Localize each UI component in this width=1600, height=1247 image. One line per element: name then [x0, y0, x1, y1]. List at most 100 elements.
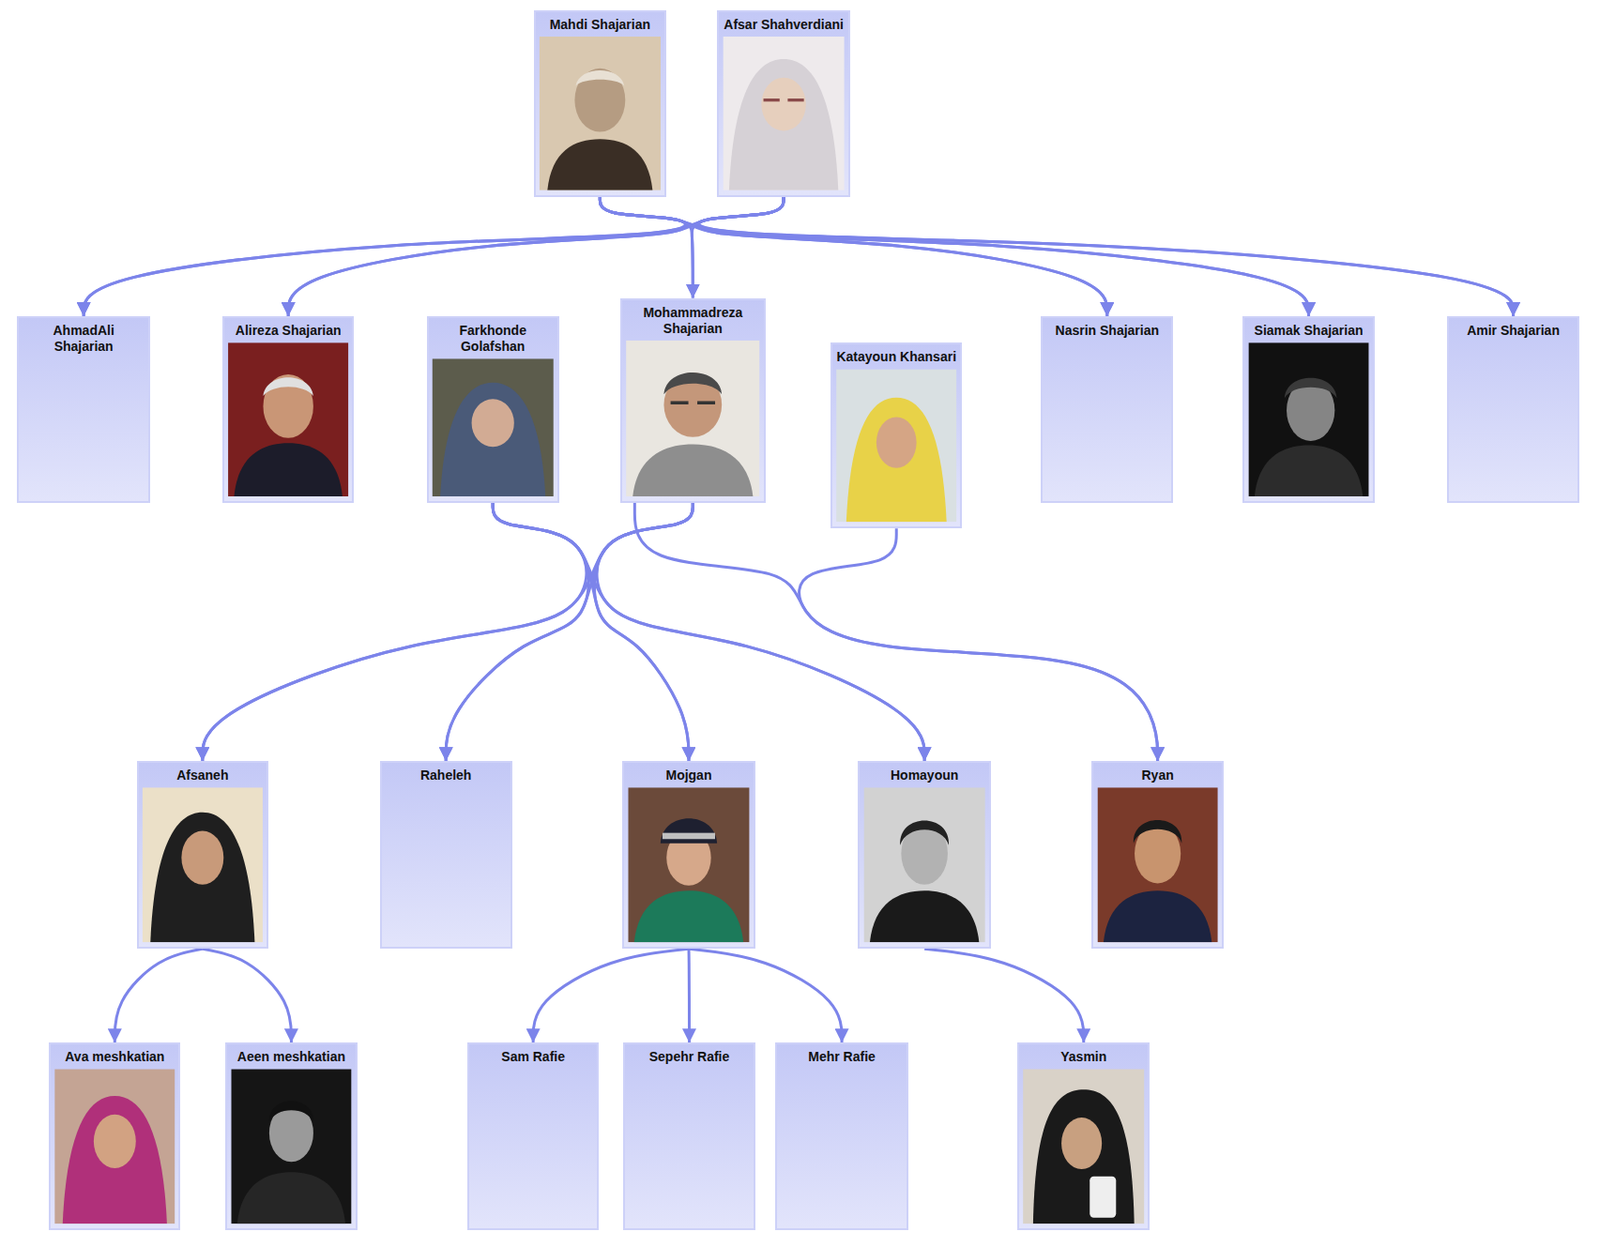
person-name: Mehr Rafie [779, 1049, 903, 1066]
descent-arrow [686, 948, 691, 1043]
person-name: Sam Rafie [472, 1049, 595, 1066]
descent-arrow [634, 502, 1158, 762]
portrait-photo [625, 340, 760, 497]
portrait-photo [228, 342, 349, 497]
person-name: Siamak Shajarian [1247, 322, 1370, 339]
photo-scarf [150, 812, 255, 944]
person-box: Raheleh [380, 761, 513, 949]
photo-ground [627, 787, 749, 943]
person-box: Siamak Shajarian [1242, 316, 1374, 503]
person-box: Mahdi Shajarian [533, 10, 667, 198]
descent-arrow [445, 502, 589, 762]
photo-ground [539, 36, 661, 191]
photo-figure [237, 1172, 346, 1224]
descent-arrow [492, 502, 925, 762]
photo-glasses [763, 98, 805, 102]
photo-ground [230, 1068, 351, 1224]
portrait-photo [539, 36, 661, 191]
person-box: Afsaneh [137, 761, 269, 949]
photo-hair [899, 820, 949, 845]
photo-hair [663, 372, 722, 395]
person-name: Farkhonde Golafshan [431, 322, 555, 355]
photo-face [876, 416, 917, 468]
photo-figure [869, 890, 979, 943]
photo-face [1134, 823, 1181, 884]
descent-arrow [83, 197, 686, 317]
person-name: Mahdi Shajarian [538, 16, 662, 33]
portrait-photo [836, 368, 957, 522]
photo-ground [432, 358, 554, 497]
photo-face [574, 68, 625, 133]
portrait-photo [54, 1068, 175, 1224]
photo-band [662, 833, 716, 840]
photo-hair [262, 377, 313, 397]
photo-face [181, 830, 224, 884]
person-box: Amir Shajarian [1447, 316, 1580, 503]
photo-ground [1248, 342, 1369, 497]
descent-arrow [698, 197, 1309, 317]
descent-arrow [924, 948, 1084, 1043]
photo-face [1061, 1117, 1102, 1170]
person-name: Nasrin Shajarian [1045, 322, 1169, 339]
photo-hair [1133, 820, 1182, 844]
person-name: Raheleh [384, 767, 508, 784]
person-name: Ryan [1096, 767, 1219, 784]
photo-ground [625, 340, 760, 497]
person-name: Yasmin [1021, 1049, 1145, 1066]
photo-hat [660, 818, 717, 843]
photo-ground [54, 1068, 175, 1224]
photo-figure [632, 444, 753, 497]
person-box: Mojgan [622, 761, 755, 949]
portrait-photo [627, 787, 749, 943]
photo-hair [1284, 378, 1338, 398]
person-name: AhmadAli Shajarian [21, 322, 145, 355]
descent-arrow [596, 502, 925, 762]
photo-face [262, 374, 313, 439]
photo-ground [142, 787, 263, 943]
photo-scarf [440, 382, 546, 497]
person-name: Amir Shajarian [1451, 322, 1575, 339]
photo-hair [269, 1100, 314, 1123]
person-name: Sepehr Rafie [627, 1049, 750, 1066]
connector-group [83, 197, 1513, 1043]
photo-scarf [846, 397, 947, 522]
photo-face [666, 829, 711, 885]
person-box: Homayoun [857, 761, 991, 949]
photo-hair [575, 70, 625, 86]
person-name: Ava meshkatian [53, 1049, 176, 1066]
portrait-photo [722, 36, 844, 191]
person-name: Afsaneh [141, 767, 264, 784]
photo-face [900, 822, 948, 885]
photo-hood [1033, 1089, 1135, 1224]
person-box: Alireza Shajarian [222, 316, 354, 503]
portrait-photo [1022, 1068, 1144, 1224]
descent-arrow [202, 502, 693, 762]
descent-arrow [492, 502, 689, 762]
descent-arrow [202, 502, 587, 762]
photo-ground [863, 787, 985, 943]
photo-ground [836, 368, 957, 522]
person-name: Aeen meshkatian [229, 1049, 352, 1066]
person-box: Aeen meshkatian [225, 1042, 357, 1231]
descent-arrow [445, 502, 693, 762]
descent-arrow [699, 197, 1514, 317]
photo-face [472, 398, 515, 447]
person-box: Ryan [1091, 761, 1223, 949]
person-box: Mehr Rafie [775, 1042, 908, 1231]
person-box: Sepehr Rafie [623, 1042, 755, 1231]
photo-figure [1103, 890, 1212, 943]
person-name: Alireza Shajarian [227, 322, 350, 339]
person-box: Mohammadreza Shajarian [620, 298, 765, 504]
person-name: Mojgan [626, 767, 750, 784]
person-box: Ava meshkatian [48, 1042, 181, 1231]
photo-veil [729, 59, 839, 191]
photo-scarf [62, 1096, 168, 1224]
photo-ground [722, 36, 844, 191]
person-box: Farkhonde Golafshan [426, 316, 560, 503]
person-name: Mohammadreza Shajarian [624, 304, 761, 337]
photo-figure [233, 442, 342, 497]
portrait-photo [432, 358, 554, 497]
portrait-photo [863, 787, 985, 943]
photo-face [761, 77, 806, 132]
